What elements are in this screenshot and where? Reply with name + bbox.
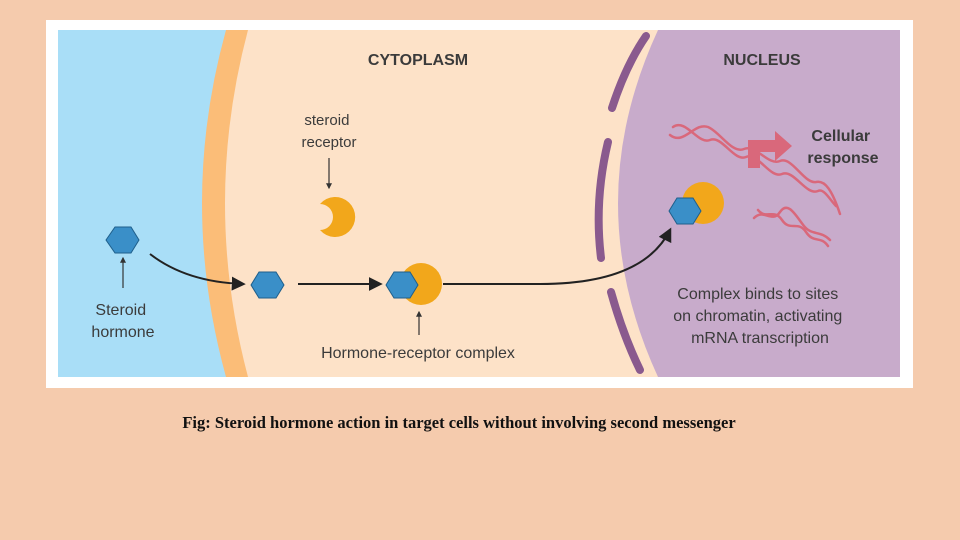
steroid-receptor-label-line: receptor bbox=[301, 134, 356, 151]
complex-label: Hormone-receptor complex bbox=[321, 345, 515, 362]
steroid-hormone-label-line: hormone bbox=[91, 324, 154, 341]
steroid-hormone-icon bbox=[250, 271, 285, 299]
figure-caption: Fig: Steroid hormone action in target ce… bbox=[182, 413, 736, 432]
cellular-response-label: Cellular response bbox=[807, 128, 878, 167]
chromatin-binding-label: Complex binds to sites on chromatin, act… bbox=[673, 286, 846, 347]
nuclear-envelope-segment bbox=[594, 138, 612, 262]
nucleus-label: NUCLEUS bbox=[723, 52, 801, 69]
steroid-receptor-label-line: steroid bbox=[304, 112, 349, 129]
entry-arrow bbox=[149, 253, 246, 291]
cytoplasm-label: CYTOPLASM bbox=[368, 52, 468, 69]
cellular-response-arrow bbox=[748, 131, 792, 168]
cellular-response-label-line: response bbox=[807, 150, 878, 167]
steroid-receptor-label: steroid receptor bbox=[301, 112, 356, 151]
steroid-receptor-icon bbox=[320, 197, 356, 237]
steroid-hormone-icon bbox=[105, 226, 140, 254]
nuclear-envelope-segment bbox=[608, 32, 650, 112]
nucleus-region bbox=[618, 30, 900, 377]
steroid-hormone-label-line: Steroid bbox=[95, 302, 146, 319]
nuclear-entry-arrow bbox=[443, 227, 672, 285]
dna-strand bbox=[671, 123, 838, 208]
cellular-response-label-line: Cellular bbox=[811, 128, 870, 145]
dna-strand bbox=[752, 206, 832, 242]
chromatin-binding-label-line: Complex binds to sites bbox=[677, 286, 838, 303]
steroid-hormone-diagram: CYTOPLASM NUCLEUS steroid receptor Stero… bbox=[58, 30, 900, 377]
nuclear-envelope-segment bbox=[607, 288, 644, 374]
chromatin-binding-label-line: on chromatin, activating bbox=[673, 308, 842, 325]
hormone-on-chromatin-icon bbox=[668, 197, 702, 225]
dna-strand bbox=[756, 208, 830, 248]
steroid-hormone-label: Steroid hormone bbox=[91, 302, 154, 341]
hormone-in-complex-icon bbox=[385, 271, 419, 299]
chromatin-binding-label-line: mRNA transcription bbox=[691, 330, 829, 347]
